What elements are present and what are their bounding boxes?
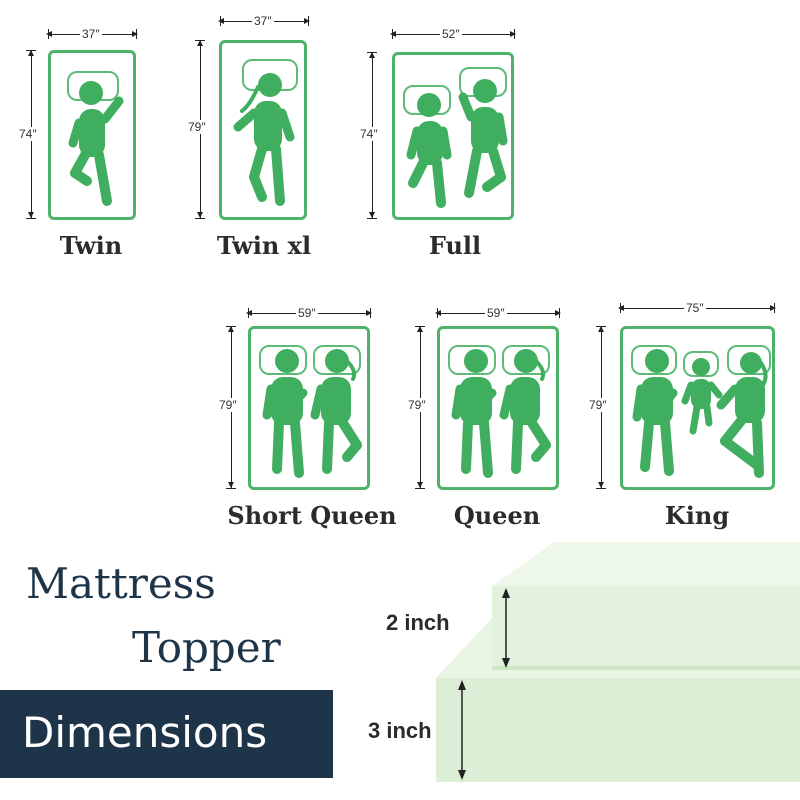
single-sleeper-woman-icon	[233, 73, 295, 206]
twin-mattress	[48, 50, 136, 220]
couple-sleepers-icon	[262, 349, 362, 478]
couple-sleepers-icon	[451, 349, 551, 478]
bottom-thickness-label: 3 inch	[368, 718, 432, 743]
twin-xl-mattress	[219, 40, 307, 220]
full-mattress	[392, 52, 514, 220]
full-width-label: 52″	[440, 27, 462, 41]
single-sleeper-icon	[68, 81, 124, 206]
twin-xl-length-label: 79″	[186, 120, 208, 134]
bottom-layer-front	[436, 678, 800, 782]
short-queen-width-label: 59″	[296, 306, 318, 320]
twin-length-label: 74″	[17, 127, 39, 141]
queen-label: Queen	[453, 501, 541, 530]
queen-width-label: 59″	[485, 306, 507, 320]
top-layer-top	[492, 542, 800, 586]
king-width-label: 75″	[684, 301, 706, 315]
king-length-label: 79″	[587, 398, 609, 412]
short-queen-length-label: 79″	[217, 398, 239, 412]
top-thickness-label: 2 inch	[386, 610, 450, 635]
two-sleepers-icon	[406, 79, 508, 208]
queen-mattress	[437, 326, 559, 490]
twin-label: Twin	[59, 231, 123, 260]
king-mattress	[620, 326, 775, 490]
full-length-label: 74″	[358, 127, 380, 141]
headline-mattress: Mattress	[26, 559, 216, 608]
queen-length-label: 79″	[406, 398, 428, 412]
twin-width-label: 37″	[80, 27, 102, 41]
twin-xl-label: Twin xl	[216, 231, 312, 260]
dimensions-banner: Dimensions	[0, 690, 333, 778]
headline-topper: Topper	[132, 623, 281, 672]
short-queen-mattress	[248, 326, 370, 490]
family-sleepers-icon	[632, 349, 768, 478]
full-label: Full	[428, 231, 482, 260]
twin-xl-width-label: 37″	[252, 14, 274, 28]
foam-layers-illustration	[436, 542, 800, 782]
short-queen-label: Short Queen	[227, 501, 397, 530]
banner-text: Dimensions	[22, 708, 268, 757]
top-thickness-arrow	[502, 588, 510, 668]
king-label: King	[664, 501, 730, 530]
bottom-thickness-arrow	[458, 680, 466, 780]
top-layer-front	[492, 586, 800, 666]
